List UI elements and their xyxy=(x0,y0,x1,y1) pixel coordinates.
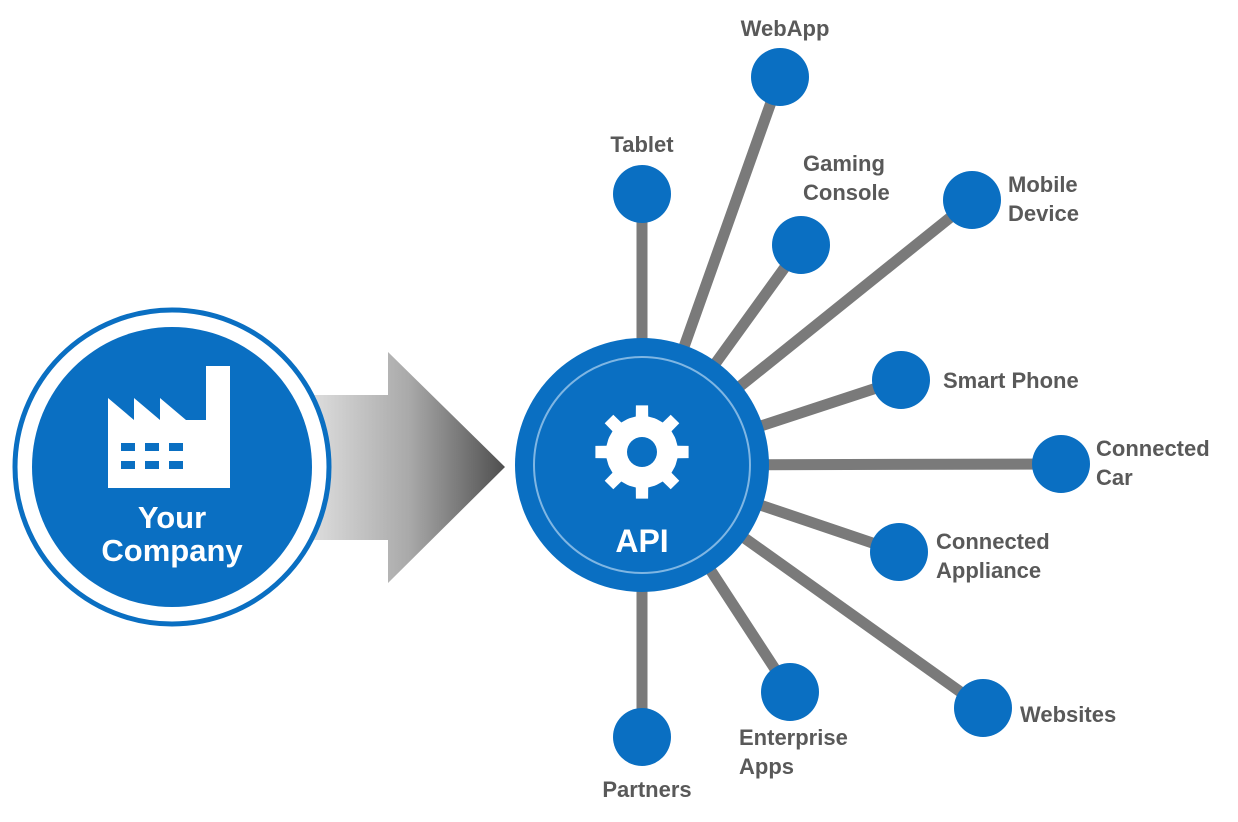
node-connected-appliance xyxy=(870,523,928,581)
label-enterprise-apps-line1: Enterprise xyxy=(739,725,848,750)
factory-icon xyxy=(108,366,230,488)
node-connected-car xyxy=(1032,435,1090,493)
node-enterprise-apps xyxy=(761,663,819,721)
node-websites xyxy=(954,679,1012,737)
api-label: API xyxy=(615,523,668,559)
label-webapp-line1: WebApp xyxy=(741,16,830,41)
label-gaming-console-line1: Gaming xyxy=(803,151,885,176)
company-label-line1: Your xyxy=(138,500,206,535)
company-label-line2: Company xyxy=(101,533,243,568)
label-webapp: WebApp xyxy=(741,16,830,41)
label-connected-car-line1: Connected xyxy=(1096,436,1210,461)
label-websites: Websites xyxy=(1020,702,1116,727)
node-smart-phone xyxy=(872,351,930,409)
flow-arrow xyxy=(292,352,505,583)
api-inner-ring xyxy=(533,356,751,574)
label-connected-appliance-line2: Appliance xyxy=(936,558,1041,583)
gear-hole xyxy=(627,437,657,467)
label-partners-line1: Partners xyxy=(602,777,691,802)
company-node: Your Company xyxy=(12,307,332,627)
label-tablet-line1: Tablet xyxy=(610,132,674,157)
label-connected-appliance-line1: Connected xyxy=(936,529,1050,554)
label-websites-line1: Websites xyxy=(1020,702,1116,727)
label-gaming-console-line2: Console xyxy=(803,180,890,205)
node-partners xyxy=(613,708,671,766)
node-tablet xyxy=(613,165,671,223)
label-enterprise-apps-line2: Apps xyxy=(739,754,794,779)
gear-icon xyxy=(595,405,689,499)
node-webapp xyxy=(751,48,809,106)
label-tablet: Tablet xyxy=(610,132,674,157)
node-mobile-device xyxy=(943,171,1001,229)
label-partners: Partners xyxy=(602,777,691,802)
label-mobile-device-line2: Device xyxy=(1008,201,1079,226)
api-node: API xyxy=(515,338,769,592)
node-gaming-console xyxy=(772,216,830,274)
label-connected-car-line2: Car xyxy=(1096,465,1133,490)
label-smart-phone-line1: Smart Phone xyxy=(943,368,1079,393)
label-smart-phone: Smart Phone xyxy=(943,368,1079,393)
label-mobile-device-line1: Mobile xyxy=(1008,172,1078,197)
